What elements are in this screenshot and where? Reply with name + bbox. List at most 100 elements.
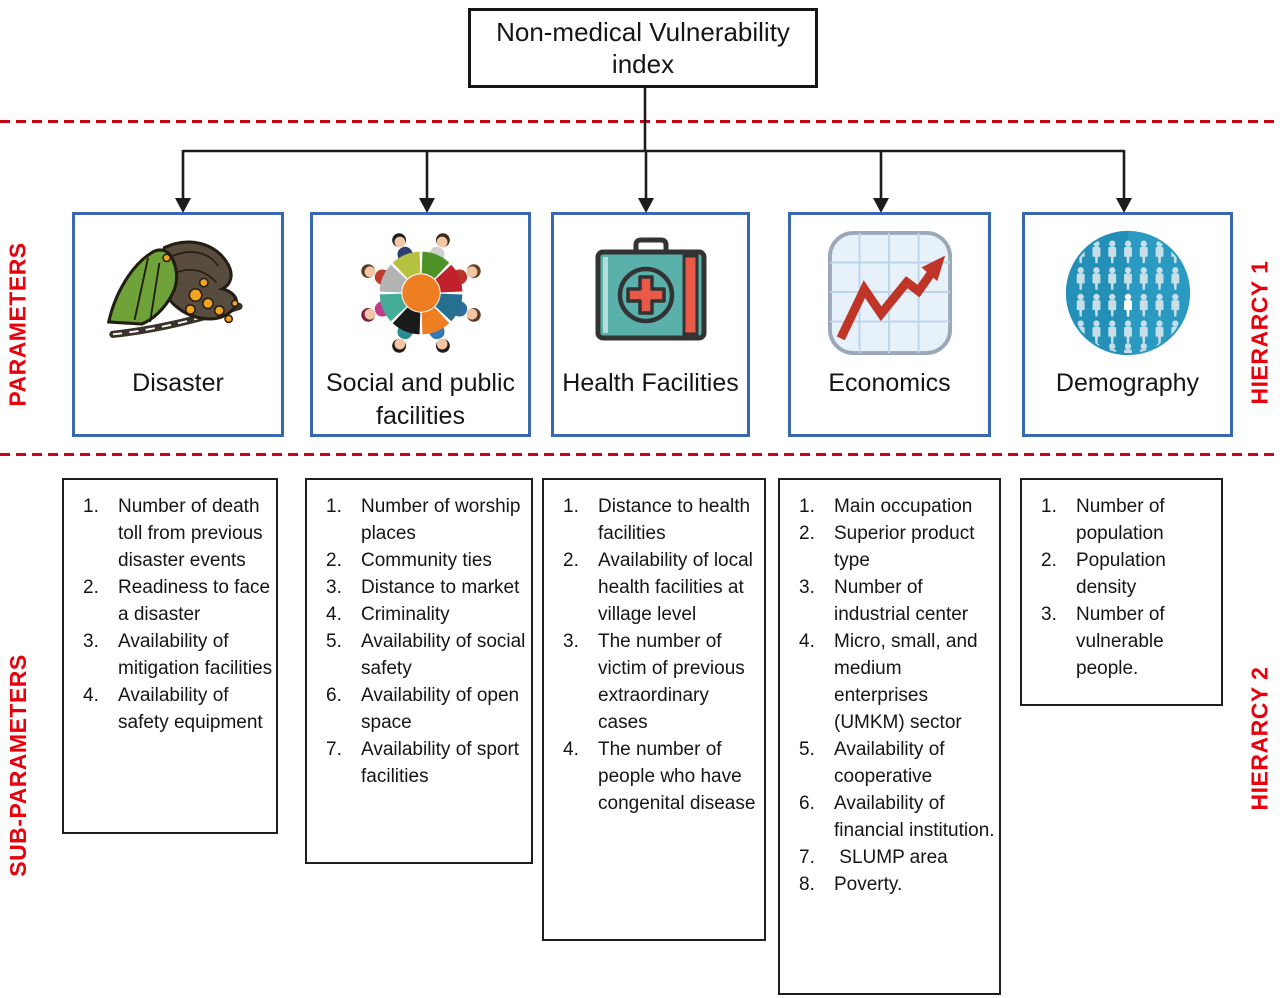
- item-number: 3.: [799, 577, 815, 598]
- item-number: 5.: [799, 739, 815, 760]
- item-number: 2.: [83, 577, 99, 598]
- list-item: 2. Superior product type: [780, 520, 999, 574]
- parameter-label: Economics: [828, 369, 951, 397]
- list-item: 7. SLUMP area: [780, 844, 999, 871]
- item-text: Superior product type: [834, 523, 980, 571]
- item-number: 4.: [563, 739, 579, 760]
- item-text: Number of death toll from previous disas…: [118, 496, 268, 571]
- item-text: Criminality: [361, 604, 450, 625]
- item-number: 8.: [799, 874, 815, 895]
- item-text: Community ties: [361, 550, 492, 571]
- list-item: 5. Availability of social safety: [307, 628, 531, 682]
- item-text: Availability of financial institution.: [834, 793, 995, 841]
- item-text: Availability of social safety: [361, 631, 531, 679]
- subparameter-list: 1. Number of death toll from previous dis…: [64, 493, 276, 736]
- line-chart-icon: [825, 221, 955, 365]
- list-item: 6. Availability of financial institution.: [780, 790, 999, 844]
- item-text: Main occupation: [834, 496, 973, 517]
- item-number: 2.: [799, 523, 815, 544]
- list-item: 2. Availability of local health facilitie…: [544, 547, 764, 628]
- hierarchy-divider-1: [0, 120, 1280, 123]
- subparameter-list: 1. Number of population 2. Population densi…: [1022, 493, 1221, 682]
- subparameters-box-social: 1. Number of worship places 2. Community ti…: [305, 478, 533, 864]
- list-item: 4. The number of people who have congenit…: [544, 736, 764, 817]
- parameter-box-health: Health Facilities: [551, 212, 750, 437]
- item-number: 1.: [83, 496, 99, 517]
- list-item: 3. Availability of mitigation facilities: [64, 628, 276, 682]
- item-number: 1.: [1041, 496, 1057, 517]
- item-text: Number of industrial center: [834, 577, 969, 625]
- item-text: Availability of mitigation facilities: [118, 631, 273, 679]
- subparameter-list: 1.Main occupation 2. Superior product type…: [780, 493, 999, 898]
- list-item: 3. Number of industrial center: [780, 574, 999, 628]
- item-number: 2.: [563, 550, 579, 571]
- item-number: 5.: [326, 631, 342, 652]
- item-text: Availability of safety equipment: [118, 685, 263, 733]
- population-icon: [1059, 221, 1197, 365]
- item-number: 3.: [83, 631, 99, 652]
- parameter-box-demography: Demography: [1022, 212, 1233, 437]
- list-item: 3. The number of victim of previous extra…: [544, 628, 764, 736]
- item-number: 3.: [563, 631, 579, 652]
- item-text: Availability of local health facilities …: [598, 550, 759, 625]
- parameter-box-economics: Economics: [788, 212, 991, 437]
- list-item: 3. Number of vulnerable people.: [1022, 601, 1221, 682]
- item-text: Number of worship places: [361, 496, 526, 544]
- arrow-heads: [175, 198, 1132, 213]
- list-item: 1. Number of population: [1022, 493, 1221, 547]
- subparameters-box-health: 1. Distance to health facilities 2. Availab…: [542, 478, 766, 941]
- item-number: 6.: [799, 793, 815, 814]
- item-text: The number of victim of previous extraor…: [598, 631, 751, 733]
- root-node: Non-medical Vulnerability index: [468, 8, 818, 88]
- parameter-label: Health Facilities: [562, 369, 739, 397]
- parameter-label: Social and public facilities: [325, 369, 515, 430]
- item-number: 4.: [799, 631, 815, 652]
- item-number: 2.: [326, 550, 342, 571]
- item-text: Micro, small, and medium enterprises (UM…: [834, 631, 983, 733]
- subparameters-box-disaster: 1. Number of death toll from previous dis…: [62, 478, 278, 834]
- subparameters-box-economics: 1.Main occupation 2. Superior product type…: [778, 478, 1001, 995]
- subparameters-box-demography: 1. Number of population 2. Population densi…: [1020, 478, 1223, 706]
- item-number: 2.: [1041, 550, 1057, 571]
- list-item: 4. Availability of safety equipment: [64, 682, 276, 736]
- subparameter-list: 1. Number of worship places 2. Community ti…: [307, 493, 531, 790]
- item-text: Number of vulnerable people.: [1076, 604, 1170, 679]
- list-item: 8. Poverty.: [780, 871, 999, 898]
- item-number: 4.: [83, 685, 99, 706]
- item-number: 1.: [326, 496, 342, 517]
- list-item: 4. Micro, small, and medium enterprises (…: [780, 628, 999, 736]
- item-text: Poverty.: [834, 874, 903, 895]
- list-item: 2. Readiness to face a disaster: [64, 574, 276, 628]
- item-number: 3.: [1041, 604, 1057, 625]
- item-number: 6.: [326, 685, 342, 706]
- list-item: 5.Availability of cooperative: [780, 736, 999, 790]
- parameter-label: Disaster: [132, 369, 224, 397]
- list-item: 2. Community ties: [307, 547, 531, 574]
- label-parameters: PARAMETERS: [4, 242, 31, 407]
- item-number: 7.: [326, 739, 342, 760]
- item-text: Distance to health facilities: [598, 496, 756, 544]
- parameter-box-social: Social and public facilities: [310, 212, 531, 437]
- label-hierarchy-1: HIERARCY 1: [1246, 260, 1273, 404]
- item-text: Population density: [1076, 550, 1172, 598]
- landslide-icon: [99, 221, 257, 365]
- root-node-title: Non-medical Vulnerability index: [496, 16, 790, 80]
- community-icon: [352, 221, 490, 365]
- list-item: 1. Distance to health facilities: [544, 493, 764, 547]
- item-text: Number of population: [1076, 496, 1170, 544]
- item-text: The number of people who have congenital…: [598, 739, 756, 814]
- list-item: 1. Number of worship places: [307, 493, 531, 547]
- label-sub-parameters: SUB-PARAMETERS: [4, 654, 31, 877]
- list-item: 1.Main occupation: [780, 493, 999, 520]
- item-text: Availability of open space: [361, 685, 525, 733]
- item-number: 1.: [563, 496, 579, 517]
- subparameter-list: 1. Distance to health facilities 2. Availab…: [544, 493, 764, 817]
- item-text: Readiness to face a disaster: [118, 577, 276, 625]
- parameter-label: Demography: [1055, 369, 1200, 397]
- item-text: Availability of sport facilities: [361, 739, 525, 787]
- item-number: 4.: [326, 604, 342, 625]
- item-number: 7.: [799, 847, 815, 868]
- parameter-box-disaster: Disaster: [72, 212, 284, 437]
- hierarchy-divider-2: [0, 453, 1280, 456]
